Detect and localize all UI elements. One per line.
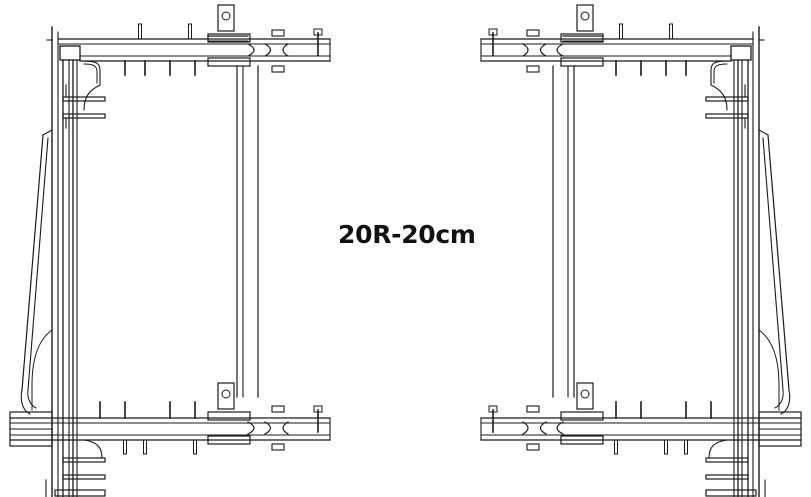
diag-brace-inner [27,137,49,391]
diag-brace-inner [762,137,784,391]
top-bolt-up-1 [188,23,192,40]
bottom-clamp-curve-r [522,421,529,435]
top-clamp-nut-b [526,65,540,73]
top-gusset-curve [710,60,732,111]
diag-brace-outer [767,134,790,391]
bottom-clamp-top-bar [207,411,251,421]
bottom-clamp-tab [217,382,235,410]
top-gusset-inner [83,63,98,84]
post-plate-bottom-2 [705,474,749,480]
post-plate-top-1 [62,96,106,102]
post-plate-bottom-1 [705,457,749,463]
top-clamp-hole [221,11,231,21]
top-clamp-nut-b [271,65,285,73]
bottom-bolt-down-2 [193,439,197,455]
top-clamp-bottom-bar [560,57,604,67]
post-plate-bottom-1 [62,457,106,463]
lower-gusset-curve [31,329,53,411]
top-clamp-tab [217,4,235,32]
bottom-clamp-curve-r [282,421,289,435]
diag-brace-bottom-curve-in [27,389,37,409]
top-clamp-top-bar [560,33,604,43]
top-clamp-hole [580,11,590,21]
left-frame-assembly [9,4,331,497]
top-clamp-nut-a [271,29,285,37]
top-gusset-curve [79,60,101,111]
top-bolt-up-0 [669,23,673,40]
post-foot-plate [705,489,757,497]
bottom-gusset-curve [708,439,728,459]
top-bolt-up-1 [619,23,623,40]
bottom-clamp-hole [221,389,231,399]
top-clamp-curve-l [556,43,564,57]
bottom-bolt-down-0 [123,439,127,455]
diag-brace-outer [21,134,44,391]
top-clamp-bottom-bar [207,57,251,67]
bottom-clamp-top-bar [560,411,604,421]
bottom-bolt-down-1 [664,439,668,455]
bottom-clamp-hole [580,389,590,399]
diag-brace-bottom-curve [780,389,791,415]
diag-brace-top-join [42,129,53,136]
post-foot-plate [54,489,106,497]
top-end-rod-cap [313,28,323,36]
top-clamp-curve-l [247,43,255,57]
right-frame-assembly [480,4,802,497]
bottom-clamp-nut-a [526,405,540,413]
bottom-gusset-curve [83,439,103,459]
bottom-bolt-down-0 [684,439,688,455]
top-clamp-nut-a [526,29,540,37]
bottom-bolt-down-1 [143,439,147,455]
post-cap-box [730,45,752,61]
bottom-bolt-down-2 [614,439,618,455]
top-end-rod-cap [488,28,498,36]
top-clamp-top-bar [207,33,251,43]
bottom-clamp-nut-a [271,405,285,413]
top-gusset-inner [713,63,728,84]
bottom-end-rod-cap [488,405,498,413]
diag-brace-top-join [758,129,769,136]
post-plate-top-1 [705,96,749,102]
bottom-clamp-bottom-bar [560,435,604,445]
top-bolt-up-0 [138,23,142,40]
top-clamp-curve-r [522,43,529,57]
bottom-clamp-curve-m [539,421,547,435]
drawing-title: 20R-20cm [338,220,476,249]
bottom-clamp-curve-l [247,421,255,435]
diag-brace-bottom-curve [20,389,31,415]
post-cap-box [59,45,81,61]
bottom-clamp-nut-b [271,443,285,451]
post-plate-bottom-2 [62,474,106,480]
post-plate-top-2 [705,113,749,119]
top-clamp-curve-m [539,43,547,57]
bottom-clamp-curve-m [264,421,272,435]
diag-brace-bottom-curve-in [774,389,784,409]
top-clamp-curve-r [282,43,289,57]
bottom-clamp-bottom-bar [207,435,251,445]
top-clamp-curve-m [264,43,272,57]
top-clamp-tab [576,4,594,32]
bottom-clamp-nut-b [526,443,540,451]
bottom-clamp-curve-l [556,421,564,435]
post-plate-top-2 [62,113,106,119]
lower-gusset-curve [758,329,780,411]
bottom-clamp-tab [576,382,594,410]
bottom-end-rod-cap [313,405,323,413]
